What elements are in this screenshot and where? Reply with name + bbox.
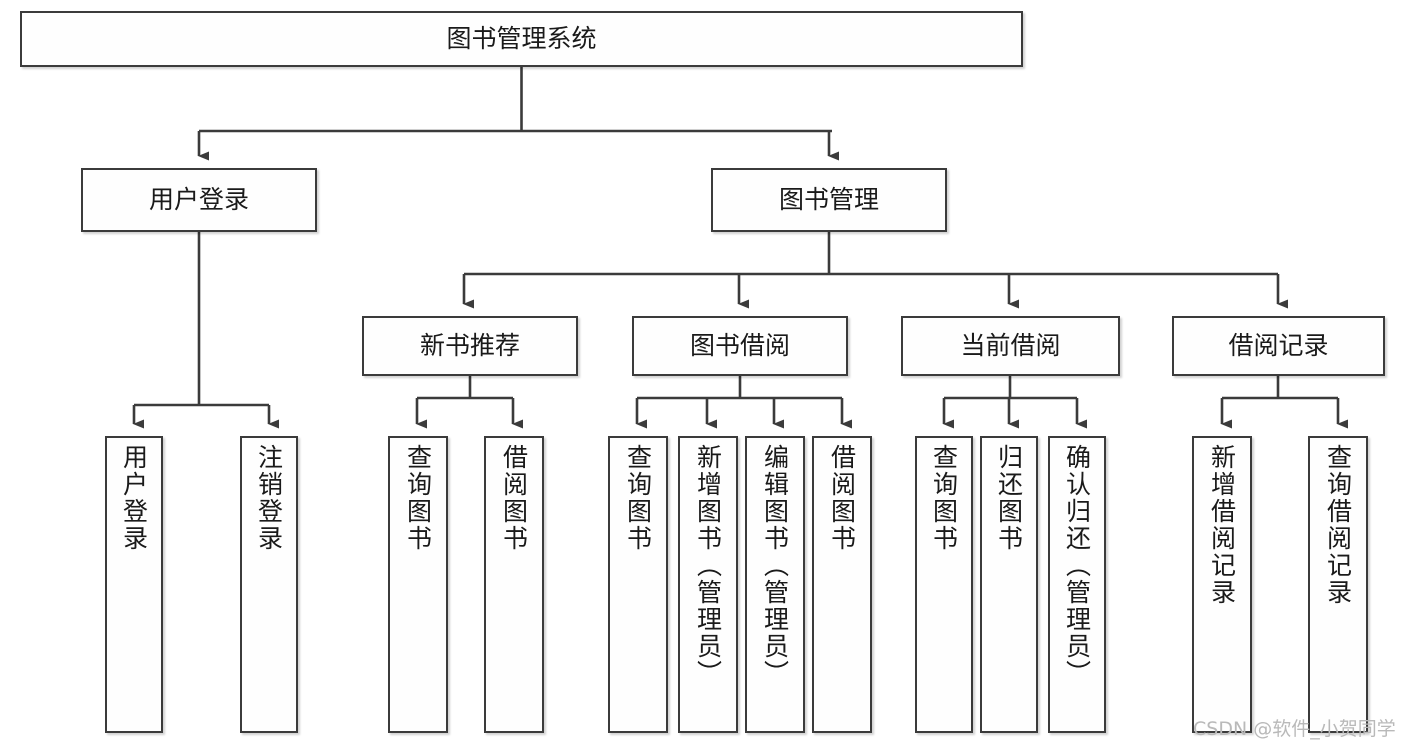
node-leaf-query-book-3-label: 查询图书: [929, 444, 959, 552]
edge-borrow-record-to-leaves: [1220, 376, 1348, 429]
node-leaf-user-login[interactable]: 用户登录: [105, 436, 163, 733]
node-user-login[interactable]: 用户登录: [81, 168, 317, 232]
node-leaf-add-borrow-record[interactable]: 新增借阅记录: [1192, 436, 1252, 733]
edge-book-borrow-to-leaves: [635, 376, 852, 429]
edge-root-to-level2: [197, 67, 839, 161]
node-leaf-confirm-return-label: 确认归还（管理员）: [1062, 444, 1092, 687]
node-leaf-borrow-book-2[interactable]: 借阅图书: [812, 436, 872, 733]
node-book-management[interactable]: 图书管理: [711, 168, 947, 232]
node-book-management-label: 图书管理: [778, 184, 879, 214]
node-leaf-add-borrow-record-label: 新增借阅记录: [1207, 444, 1237, 606]
node-leaf-borrow-book-2-label: 借阅图书: [827, 444, 857, 552]
edge-book-management-to-level3: [462, 232, 1288, 309]
node-user-login-label: 用户登录: [148, 184, 249, 214]
node-leaf-return-book[interactable]: 归还图书: [980, 436, 1038, 733]
node-leaf-borrow-book-1[interactable]: 借阅图书: [484, 436, 544, 733]
node-leaf-return-book-label: 归还图书: [994, 444, 1024, 552]
node-leaf-add-book-label: 新增图书（管理员）: [693, 444, 723, 687]
node-leaf-edit-book[interactable]: 编辑图书（管理员）: [745, 436, 805, 733]
node-leaf-query-book-2[interactable]: 查询图书: [608, 436, 668, 733]
node-current-borrow-label: 当前借阅: [960, 330, 1061, 360]
node-leaf-query-borrow-record[interactable]: 查询借阅记录: [1308, 436, 1368, 733]
node-root-label: 图书管理系统: [446, 23, 597, 53]
node-leaf-query-borrow-record-label: 查询借阅记录: [1323, 444, 1353, 606]
node-leaf-query-book-2-label: 查询图书: [623, 444, 653, 552]
node-leaf-add-book[interactable]: 新增图书（管理员）: [678, 436, 738, 733]
node-leaf-query-book-3[interactable]: 查询图书: [915, 436, 973, 733]
edge-current-borrow-to-leaves: [942, 376, 1087, 429]
edge-user-login-to-leaves: [132, 232, 279, 429]
node-leaf-borrow-book-1-label: 借阅图书: [499, 444, 529, 552]
node-leaf-user-login-label: 用户登录: [119, 444, 149, 552]
node-leaf-logout-label: 注销登录: [254, 444, 284, 552]
node-book-borrow[interactable]: 图书借阅: [632, 316, 848, 376]
node-root[interactable]: 图书管理系统: [20, 11, 1023, 67]
node-borrow-record-label: 借阅记录: [1228, 330, 1329, 360]
node-current-borrow[interactable]: 当前借阅: [901, 316, 1120, 376]
edge-new-book-recommend-to-leaves: [415, 376, 523, 429]
watermark-text: CSDN @软件_小贺同学: [1193, 718, 1396, 740]
node-borrow-record[interactable]: 借阅记录: [1172, 316, 1385, 376]
node-leaf-query-book-1-label: 查询图书: [403, 444, 433, 552]
node-leaf-logout[interactable]: 注销登录: [240, 436, 298, 733]
node-leaf-confirm-return[interactable]: 确认归还（管理员）: [1048, 436, 1106, 733]
node-leaf-edit-book-label: 编辑图书（管理员）: [760, 444, 790, 687]
node-new-book-recommend-label: 新书推荐: [419, 330, 520, 360]
node-book-borrow-label: 图书借阅: [689, 330, 790, 360]
node-new-book-recommend[interactable]: 新书推荐: [362, 316, 578, 376]
node-leaf-query-book-1[interactable]: 查询图书: [388, 436, 448, 733]
